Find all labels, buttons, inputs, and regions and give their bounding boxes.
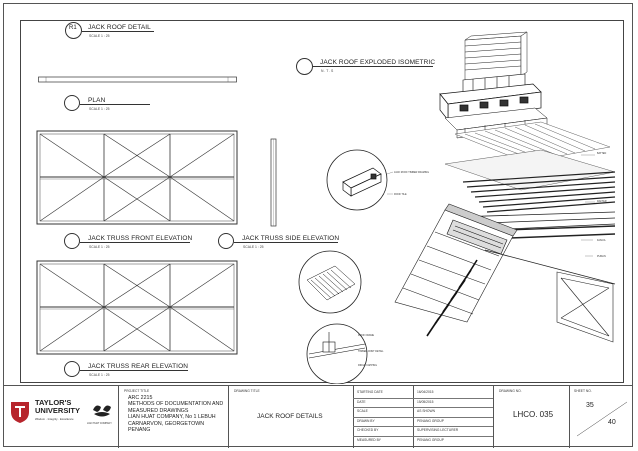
divider-2: [228, 386, 229, 448]
rear-elevation-drawing: [36, 260, 238, 355]
front-elevation-scale: SCALE 1 : 25: [89, 245, 110, 249]
sheet-label: SHEET NO.: [574, 389, 592, 393]
info-row-line: [353, 407, 493, 409]
info-label: CHECKED BY: [357, 428, 379, 433]
callout-ridge-capping: RIDGE CAPPING: [358, 364, 377, 367]
detail-code: R1: [69, 25, 77, 31]
callout-purlin: PURLIN: [597, 255, 606, 258]
university-line-1: TAYLOR'S: [35, 398, 72, 407]
rear-elevation-bubble: [64, 361, 80, 377]
university-name: TAYLOR'S UNIVERSITY: [35, 399, 80, 415]
detail-scale: SCALE 1 : 25: [89, 34, 110, 38]
side-elevation-scale: SCALE 1 : 25: [243, 245, 264, 249]
plan-bubble: [64, 95, 80, 111]
sheet-total: 40: [608, 419, 616, 426]
exploded-scale: N . T . S: [321, 69, 334, 73]
info-label: STARTING DATE: [357, 390, 383, 394]
info-value: SUPERVISING LECTURER: [417, 428, 459, 433]
side-elevation-bubble: [218, 233, 234, 249]
callout-rafter: RAFTER: [597, 200, 607, 203]
front-elevation-title: JACK TRUSS FRONT ELEVATION: [88, 235, 193, 242]
drawing-title-label: DRAWING TITLE: [234, 389, 260, 393]
exploded-underline: [313, 66, 433, 67]
info-label: DATE: [357, 399, 366, 404]
project-line: MEASURED DRAWINGS: [128, 407, 189, 414]
info-value: AS SHOWN: [417, 409, 435, 414]
rear-elevation-underline: [80, 370, 188, 371]
drawing-title: JACK ROOF DETAILS: [257, 413, 323, 420]
detail-title: JACK ROOF DETAIL: [88, 24, 151, 31]
divider-1: [118, 386, 119, 448]
rear-elevation-title: JACK TRUSS REAR ELEVATION: [88, 363, 189, 370]
exploded-isometric-drawing: [298, 31, 616, 384]
plan-title: PLAN: [88, 97, 106, 104]
drawing-no: LHCO. 035: [513, 410, 554, 419]
project-line: PENANG: [128, 427, 151, 434]
project-line: LIAN HUAT COMPANY, No 1 LEBUH: [128, 414, 216, 421]
plan-strip-drawing: [38, 76, 237, 83]
exploded-bubble: [296, 58, 313, 75]
info-row-line: [353, 436, 493, 437]
project-title-block: ARC 2215 METHODS OF DOCUMENTATION AND ME…: [128, 395, 223, 433]
project-line: CARNARVON, GEORGETOWN: [128, 420, 205, 427]
front-elevation-underline: [80, 242, 190, 243]
callout-fascia: FASCIA: [597, 239, 606, 242]
partner-name: LIAN HUAT COMPANY: [87, 422, 112, 425]
sheet-divider-slash: [576, 401, 628, 437]
exploded-title: JACK ROOF EXPLODED ISOMETRIC: [320, 59, 436, 66]
university-shield-icon: [11, 402, 29, 423]
plan-underline: [80, 104, 150, 105]
title-block: TAYLOR'S UNIVERSITY Wisdom · Integrity ·…: [3, 385, 633, 448]
project-line: METHODS OF DOCUMENTATION AND: [128, 401, 224, 408]
rear-elevation-scale: SCALE 1 : 25: [89, 373, 110, 377]
info-value: PENANG GROUP: [417, 418, 444, 423]
front-elevation-bubble: [64, 233, 80, 249]
drawing-sheet: [3, 3, 633, 447]
info-value: PENANG GROUP: [417, 438, 444, 442]
info-label: MEASURED BY: [357, 438, 381, 442]
front-elevation-drawing: [36, 130, 238, 225]
callout-roof-framing: JACK ROOF TIMBER FRAMING: [394, 171, 430, 174]
info-label: DRAWN BY: [357, 418, 375, 423]
info-row-line: [353, 426, 493, 428]
info-value: 16/04/2015: [417, 390, 434, 394]
project-line: ARC 2215: [128, 395, 153, 401]
university-line-2: UNIVERSITY: [35, 406, 81, 415]
divider-6: [569, 386, 570, 448]
divider-5: [493, 386, 494, 448]
callout-timber-joint: TIMBER JOINT DETAIL: [358, 350, 384, 353]
callout-roof-frame: ROOF FRAME: [358, 334, 374, 337]
side-elevation-drawing: [270, 138, 277, 227]
callout-roof-tile: ROOF TILE: [394, 193, 407, 196]
side-elevation-underline: [234, 242, 338, 243]
info-value: 15/05/2015: [417, 399, 434, 404]
detail-bubble-r1: [65, 22, 82, 39]
title-underline: [82, 31, 154, 32]
university-tagline: Wisdom · Integrity · Excellence: [35, 417, 74, 421]
partner-logo-icon: [93, 405, 111, 417]
drawing-area: [20, 20, 624, 383]
info-row-line: [353, 416, 493, 418]
project-title-label: PROJECT TITLE: [124, 389, 150, 393]
info-label: SCALE: [357, 409, 368, 414]
sheet-no: 35: [586, 402, 594, 409]
side-elevation-title: JACK TRUSS SIDE ELEVATION: [242, 235, 340, 242]
info-row-line: [353, 397, 493, 399]
plan-scale: SCALE 1 : 25: [89, 107, 110, 111]
drawing-no-label: DRAWING NO.: [499, 389, 522, 393]
callout-batten: BATTEN: [597, 152, 607, 155]
